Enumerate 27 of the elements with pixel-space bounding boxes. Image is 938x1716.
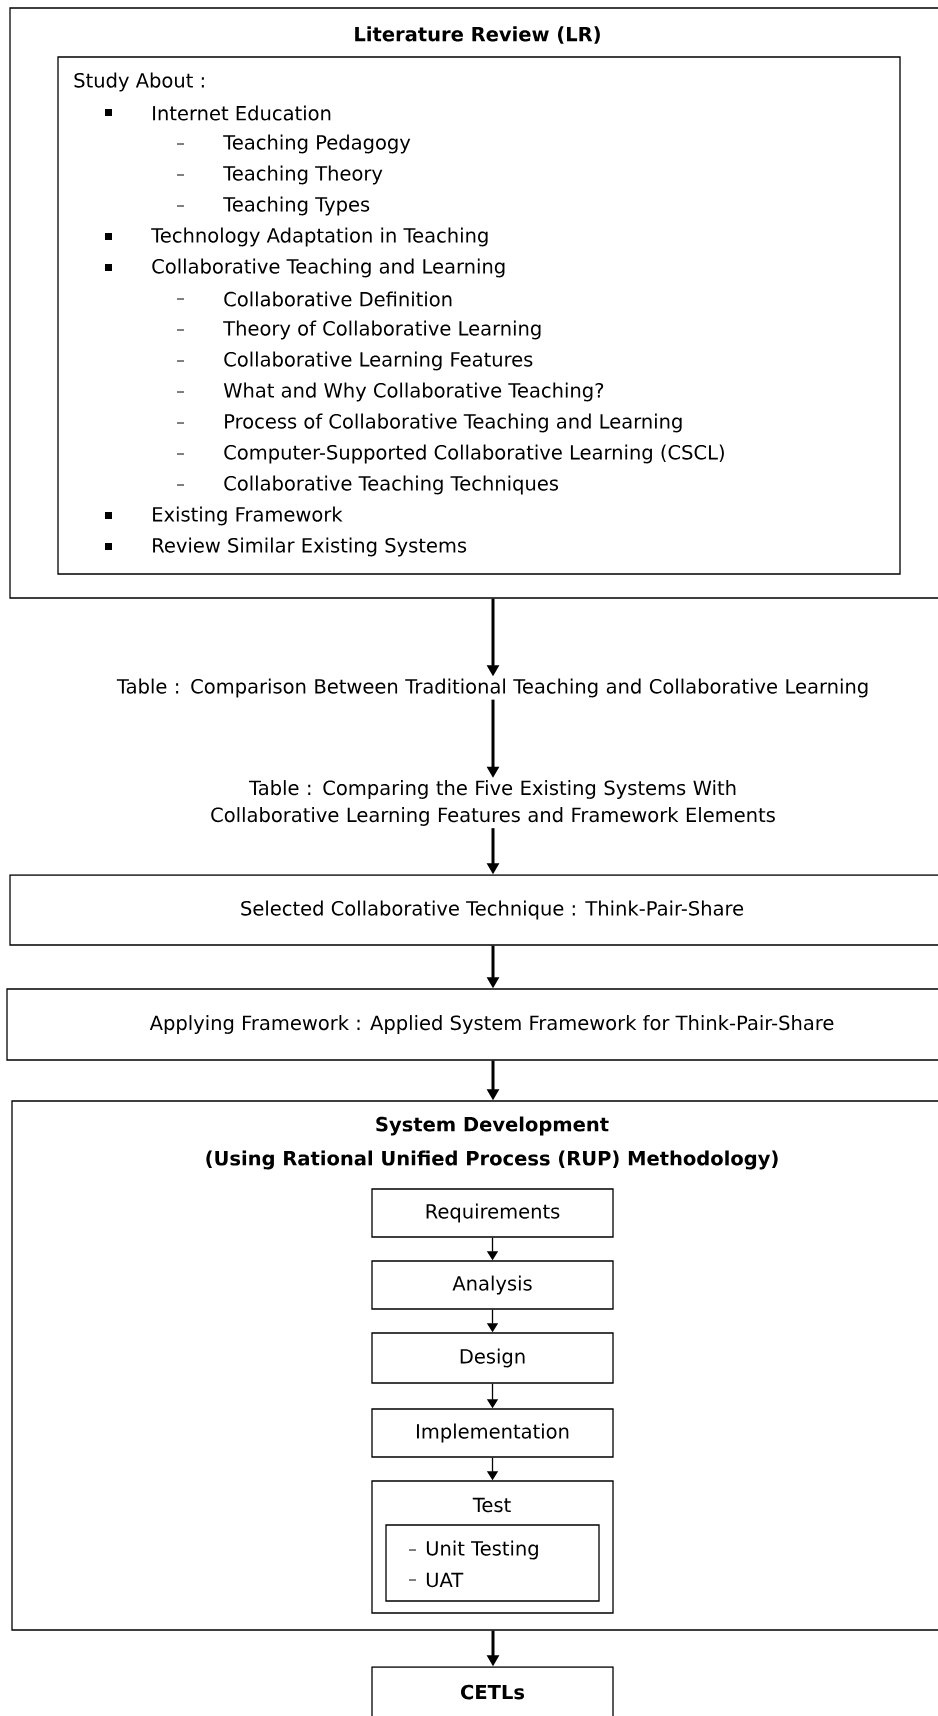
list-item: Existing Framework — [105, 506, 343, 526]
list-item: What and Why Collaborative Teaching? — [176, 382, 604, 402]
list-item: Collaborative Learning Features — [176, 351, 533, 371]
list-item: UAT — [408, 1572, 464, 1588]
list-item: Computer-Supported Collaborative Learning (CSCL) — [176, 444, 724, 464]
list-item: Study About : — [74, 72, 204, 92]
caption-text: Table : Comparison Between Traditional Teaching and Collaborative Learning — [116, 678, 868, 698]
list-item: Collaborative Teaching Techniques — [176, 475, 559, 495]
list-item: Teaching Theory — [176, 165, 383, 185]
list-item: Internet Education — [105, 105, 331, 121]
list-item: Collaborative Teaching and Learning — [105, 258, 505, 278]
process-box: Applying Framework : Applied System Framework for Think-Pair-Share — [6, 988, 938, 1061]
result-box: CETLs — [371, 1666, 614, 1716]
step-box: Requirements — [371, 1188, 614, 1238]
step-box: Implementation — [371, 1408, 614, 1458]
list-item: Teaching Types — [176, 196, 370, 216]
list-item: Teaching Pedagogy — [176, 134, 411, 154]
caption-text: Table : Comparing the Five Existing Systems With Collaborative Learning Features and Framework Elements — [211, 780, 775, 826]
list-item: Collaborative Definition — [176, 291, 452, 307]
list-item: Process of Collaborative Teaching and Learning — [176, 413, 682, 433]
list-item: Technology Adaptation in Teaching — [105, 227, 488, 247]
step-box: Analysis — [371, 1260, 614, 1310]
list-item: Unit Testing — [408, 1540, 538, 1560]
process-box: Selected Collaborative Technique : Think-Pair-Share — [9, 874, 938, 946]
step-box: Design — [371, 1332, 614, 1384]
list-item: Theory of Collaborative Learning — [176, 320, 541, 340]
list-item: Review Similar Existing Systems — [105, 537, 467, 557]
